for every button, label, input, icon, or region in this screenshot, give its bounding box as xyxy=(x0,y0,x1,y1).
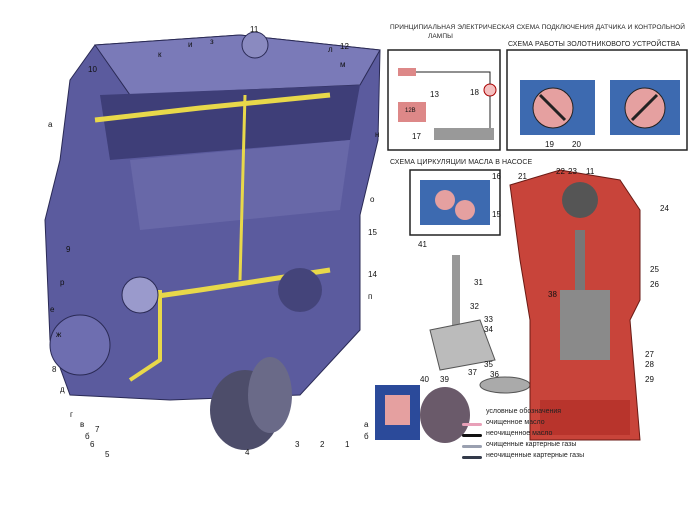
callout-engine-5: 5 xyxy=(105,450,110,459)
callout-electric-13: 13 xyxy=(430,90,439,99)
legend-title: условные обозначения xyxy=(486,408,562,415)
callout-section-25: 25 xyxy=(650,265,659,274)
callout-engine-б: б xyxy=(85,432,90,441)
engine-cross-section xyxy=(509,169,641,441)
callout-section-38: 38 xyxy=(548,290,557,299)
legend-swatch-clean-oil xyxy=(462,423,482,426)
oil-pump xyxy=(429,255,531,394)
electric-scheme xyxy=(387,49,501,151)
callout-filter-40: 40 xyxy=(420,375,429,384)
callout-engine-12: 12 xyxy=(340,42,349,51)
callout-electric-17: 17 xyxy=(412,132,421,141)
callout-pump-16: 16 xyxy=(492,172,501,181)
legend-clean-oil: очищенное масло xyxy=(486,419,545,426)
legend-swatch-dirty-oil xyxy=(462,434,482,437)
callout-section-22: 22 xyxy=(556,167,565,176)
callout-engine-з: з xyxy=(210,37,214,46)
callout-section-27: 27 xyxy=(645,350,654,359)
callout-spool-20: 20 xyxy=(572,140,581,149)
callout-oil_pump-34: 34 xyxy=(484,325,493,334)
callout-spool-19: 19 xyxy=(545,140,554,149)
callout-oil_pump-36: 36 xyxy=(490,370,499,379)
callout-engine-м: м xyxy=(340,60,346,69)
callout-oil_pump-31: 31 xyxy=(474,278,483,287)
electric-scheme-caption: Принципиальная электрическая схема подкл… xyxy=(390,24,685,31)
legend-swatch-dirty-gas xyxy=(462,456,482,459)
callout-engine-к: к xyxy=(158,50,162,59)
callout-engine-в: в xyxy=(80,420,85,429)
callout-section-24: 24 xyxy=(660,204,669,213)
callout-section-28: 28 xyxy=(645,360,654,369)
callout-electric-18: 18 xyxy=(470,88,479,97)
callout-engine-3: 3 xyxy=(295,440,300,449)
callout-engine-15: 15 xyxy=(368,228,377,237)
callout-pump-15: 15 xyxy=(492,210,501,219)
callout-filter-39: 39 xyxy=(440,375,449,384)
engine-block xyxy=(44,31,381,450)
callout-section-29: 29 xyxy=(645,375,654,384)
oil-filter xyxy=(375,385,470,443)
callout-section-26: 26 xyxy=(650,280,659,289)
callout-engine-н: н xyxy=(375,130,380,139)
callout-engine-9: 9 xyxy=(66,245,71,254)
callout-section-23: 23 xyxy=(568,167,577,176)
battery-label: 12В xyxy=(405,108,416,114)
spool-scheme xyxy=(506,49,688,151)
callout-engine-6: 6 xyxy=(90,440,95,449)
legend-dirty-oil: неочищенное масло xyxy=(486,430,553,437)
callout-engine-е: е xyxy=(50,305,55,314)
callout-engine-8: 8 xyxy=(52,365,57,374)
callout-engine-7: 7 xyxy=(95,425,100,434)
callout-engine-1: 1 xyxy=(345,440,350,449)
callout-engine-л: л xyxy=(328,45,333,54)
callout-section-11: 11 xyxy=(586,167,595,176)
callout-engine-д: д xyxy=(60,385,65,394)
callout-engine-ж: ж xyxy=(56,330,62,339)
callout-filter-б: б xyxy=(364,432,369,441)
electric-scheme-caption-2: лампы xyxy=(428,33,453,40)
callout-filter-а: а xyxy=(364,420,369,429)
callout-engine-14: 14 xyxy=(368,270,377,279)
callout-engine-10: 10 xyxy=(88,65,97,74)
legend-clean-gas: очищенные картерные газы xyxy=(486,441,577,448)
callout-engine-2: 2 xyxy=(320,440,325,449)
legend-dirty-gas: неочищенные картерные газы xyxy=(486,452,585,459)
callout-engine-4: 4 xyxy=(245,448,250,457)
pump-scheme xyxy=(409,169,501,236)
callout-engine-п: п xyxy=(368,292,373,301)
callout-engine-11: 11 xyxy=(250,25,259,34)
legend-swatch-clean-gas xyxy=(462,445,482,448)
callout-engine-а: а xyxy=(48,120,53,129)
callout-engine-г: г xyxy=(70,410,73,419)
callout-engine-о: о xyxy=(370,195,375,204)
callout-oil_pump-32: 32 xyxy=(470,302,479,311)
callout-section-21: 21 xyxy=(518,172,527,181)
callout-engine-р: р xyxy=(60,278,65,287)
callout-oil_pump-33: 33 xyxy=(484,315,493,324)
callout-oil_pump-37: 37 xyxy=(468,368,477,377)
pump-scheme-caption: Схема циркуляции масла в насосе xyxy=(390,159,533,166)
callout-pump-41: 41 xyxy=(418,240,427,249)
callout-oil_pump-35: 35 xyxy=(484,360,493,369)
callout-engine-и: и xyxy=(188,40,193,49)
spool-scheme-caption: Схема работы золотникового устройства xyxy=(508,41,681,48)
